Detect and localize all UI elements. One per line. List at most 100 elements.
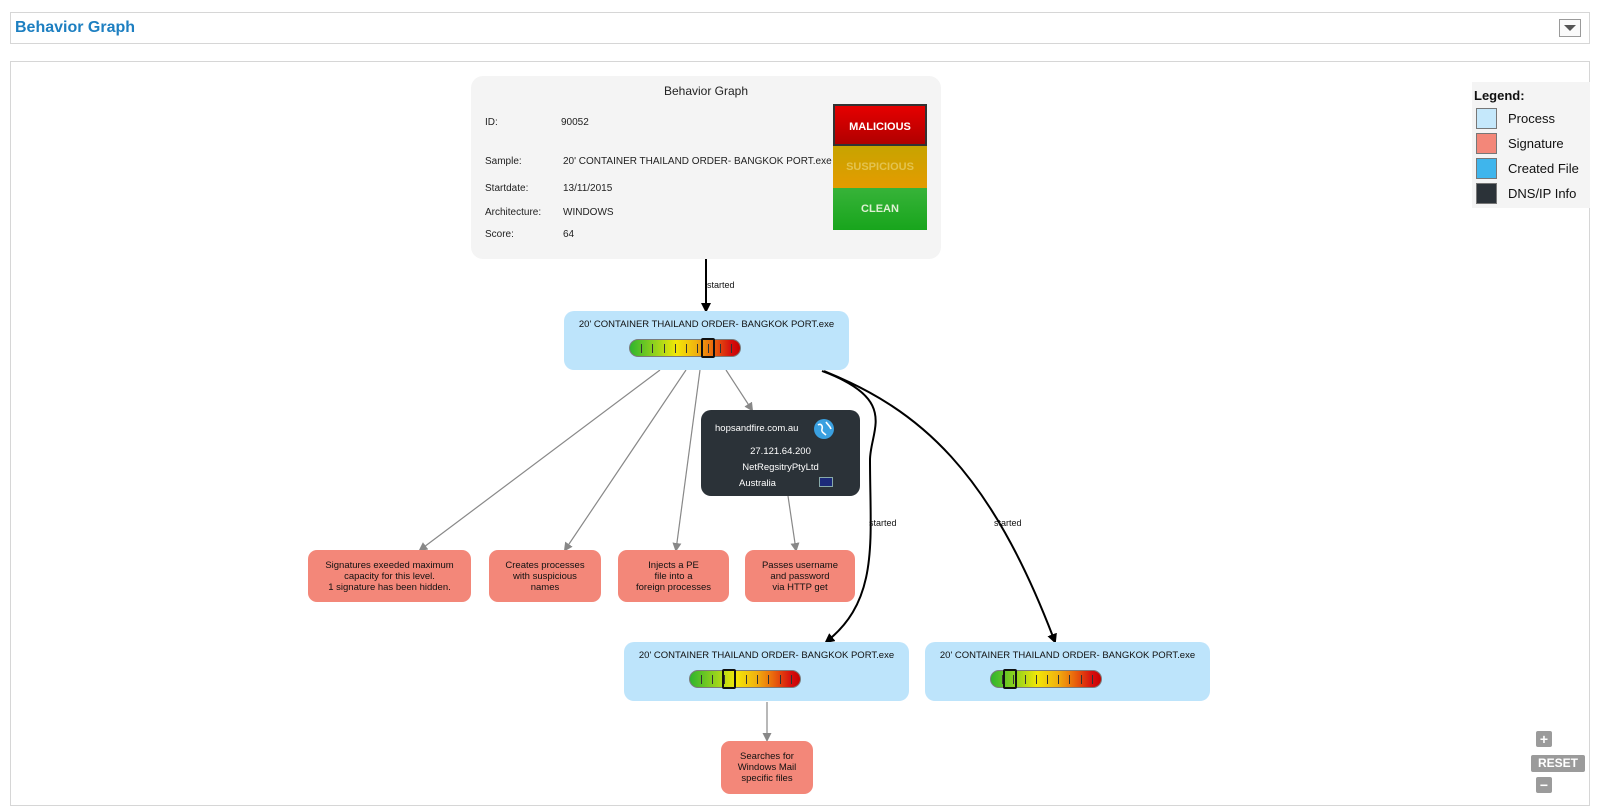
dns-org: NetRegsitryPtyLtd xyxy=(742,462,819,473)
score-marker xyxy=(722,669,737,689)
score-bar xyxy=(689,669,801,689)
score-tick xyxy=(1024,675,1026,684)
legend-title: Legend: xyxy=(1474,88,1525,103)
score-tick xyxy=(641,344,643,353)
score-tick xyxy=(719,344,721,353)
score-marker xyxy=(700,338,715,358)
dns-ip: 27.121.64.200 xyxy=(750,446,811,457)
zoom-in-button[interactable]: + xyxy=(1536,731,1552,747)
edge-label-started: started xyxy=(869,518,897,528)
edge-dns-sig-4 xyxy=(787,495,800,552)
dns-ip-node[interactable]: hopsandfire.com.au 27.121.64.200 NetRegs… xyxy=(701,410,860,496)
score-bar xyxy=(629,338,741,358)
score-tick xyxy=(701,675,703,684)
legend-item-created-file: Created File xyxy=(1476,158,1588,180)
process-name: 20' CONTAINER THAILAND ORDER- BANGKOK PO… xyxy=(578,319,835,330)
legend-label: DNS/IP Info xyxy=(1508,186,1577,201)
sample-value: 20' CONTAINER THAILAND ORDER- BANGKOK PO… xyxy=(563,156,832,167)
zoom-out-button[interactable]: − xyxy=(1536,777,1552,793)
edge-main-sig-2 xyxy=(563,369,687,552)
score-tick xyxy=(1091,675,1093,684)
score-tick xyxy=(1058,675,1060,684)
score-tick xyxy=(686,344,687,353)
process-node[interactable]: 20' CONTAINER THAILAND ORDER- BANGKOK PO… xyxy=(624,642,909,701)
verdict-clean: CLEAN xyxy=(833,188,927,230)
process-node[interactable]: 20' CONTAINER THAILAND ORDER- BANGKOK PO… xyxy=(925,642,1210,701)
architecture-label: Architecture: xyxy=(485,207,542,218)
verdict-suspicious: SUSPICIOUS xyxy=(833,146,927,188)
process-name: 20' CONTAINER THAILAND ORDER- BANGKOK PO… xyxy=(939,650,1196,661)
startdate-value: 13/11/2015 xyxy=(563,183,613,194)
score-tick xyxy=(1013,675,1015,684)
reset-button[interactable]: RESET xyxy=(1531,755,1585,772)
sample-label: Sample: xyxy=(485,156,522,167)
score-tick xyxy=(1080,675,1082,684)
edge-label-started: started xyxy=(707,280,735,290)
legend: Legend: Process Signature Created File D… xyxy=(1472,82,1590,208)
globe-icon xyxy=(814,419,834,439)
score-bar xyxy=(990,669,1102,689)
score-tick xyxy=(708,344,710,353)
score-tick xyxy=(779,675,781,684)
edge-main-dns xyxy=(725,369,754,412)
score-tick xyxy=(1069,675,1071,684)
process-name: 20' CONTAINER THAILAND ORDER- BANGKOK PO… xyxy=(638,650,895,661)
section-title: Behavior Graph xyxy=(15,19,136,36)
score-tick xyxy=(712,675,714,684)
score-tick xyxy=(768,675,770,684)
score-tick xyxy=(746,675,747,684)
legend-label: Created File xyxy=(1508,161,1579,176)
legend-swatch xyxy=(1476,108,1497,129)
collapse-button[interactable] xyxy=(1559,19,1581,37)
score-tick xyxy=(1002,675,1004,684)
process-node[interactable]: 20' CONTAINER THAILAND ORDER- BANGKOK PO… xyxy=(564,311,849,370)
score-tick xyxy=(730,344,732,353)
card-title: Behavior Graph xyxy=(663,84,749,98)
legend-item-signature: Signature xyxy=(1476,133,1588,155)
id-value: 90052 xyxy=(561,117,589,128)
section-header: Behavior Graph xyxy=(10,12,1590,44)
startdate-label: Startdate: xyxy=(485,183,529,194)
dns-country: Australia xyxy=(739,478,776,489)
score-label: Score: xyxy=(485,229,514,240)
legend-item-process: Process xyxy=(1476,108,1588,130)
score-tick xyxy=(652,344,654,353)
legend-swatch xyxy=(1476,133,1497,154)
legend-item-dns-ip: DNS/IP Info xyxy=(1476,183,1588,205)
edge-main-sig-3 xyxy=(672,369,701,552)
dns-host: hopsandfire.com.au xyxy=(715,423,799,434)
legend-swatch xyxy=(1476,158,1497,179)
score-tick xyxy=(674,344,676,353)
legend-label: Signature xyxy=(1508,136,1564,151)
score-tick xyxy=(757,675,759,684)
id-label: ID: xyxy=(485,117,498,128)
score-value: 64 xyxy=(563,229,575,240)
edge-label-started: started xyxy=(994,518,1022,528)
score-marker xyxy=(1002,669,1017,689)
score-tick xyxy=(663,344,665,353)
legend-swatch xyxy=(1476,183,1497,204)
edge-main-sig-1 xyxy=(418,369,661,552)
edge-started-child-1 xyxy=(821,370,877,644)
chevron-down-icon xyxy=(1564,25,1576,31)
verdict-malicious: MALICIOUS xyxy=(833,104,927,146)
score-tick xyxy=(1047,675,1048,684)
score-tick xyxy=(790,675,792,684)
australia-flag-icon xyxy=(819,477,833,487)
edge-started-child-2 xyxy=(823,370,1057,644)
legend-label: Process xyxy=(1508,111,1555,126)
score-tick xyxy=(697,344,699,353)
architecture-value: WINDOWS xyxy=(563,207,614,218)
score-tick xyxy=(1035,675,1037,684)
